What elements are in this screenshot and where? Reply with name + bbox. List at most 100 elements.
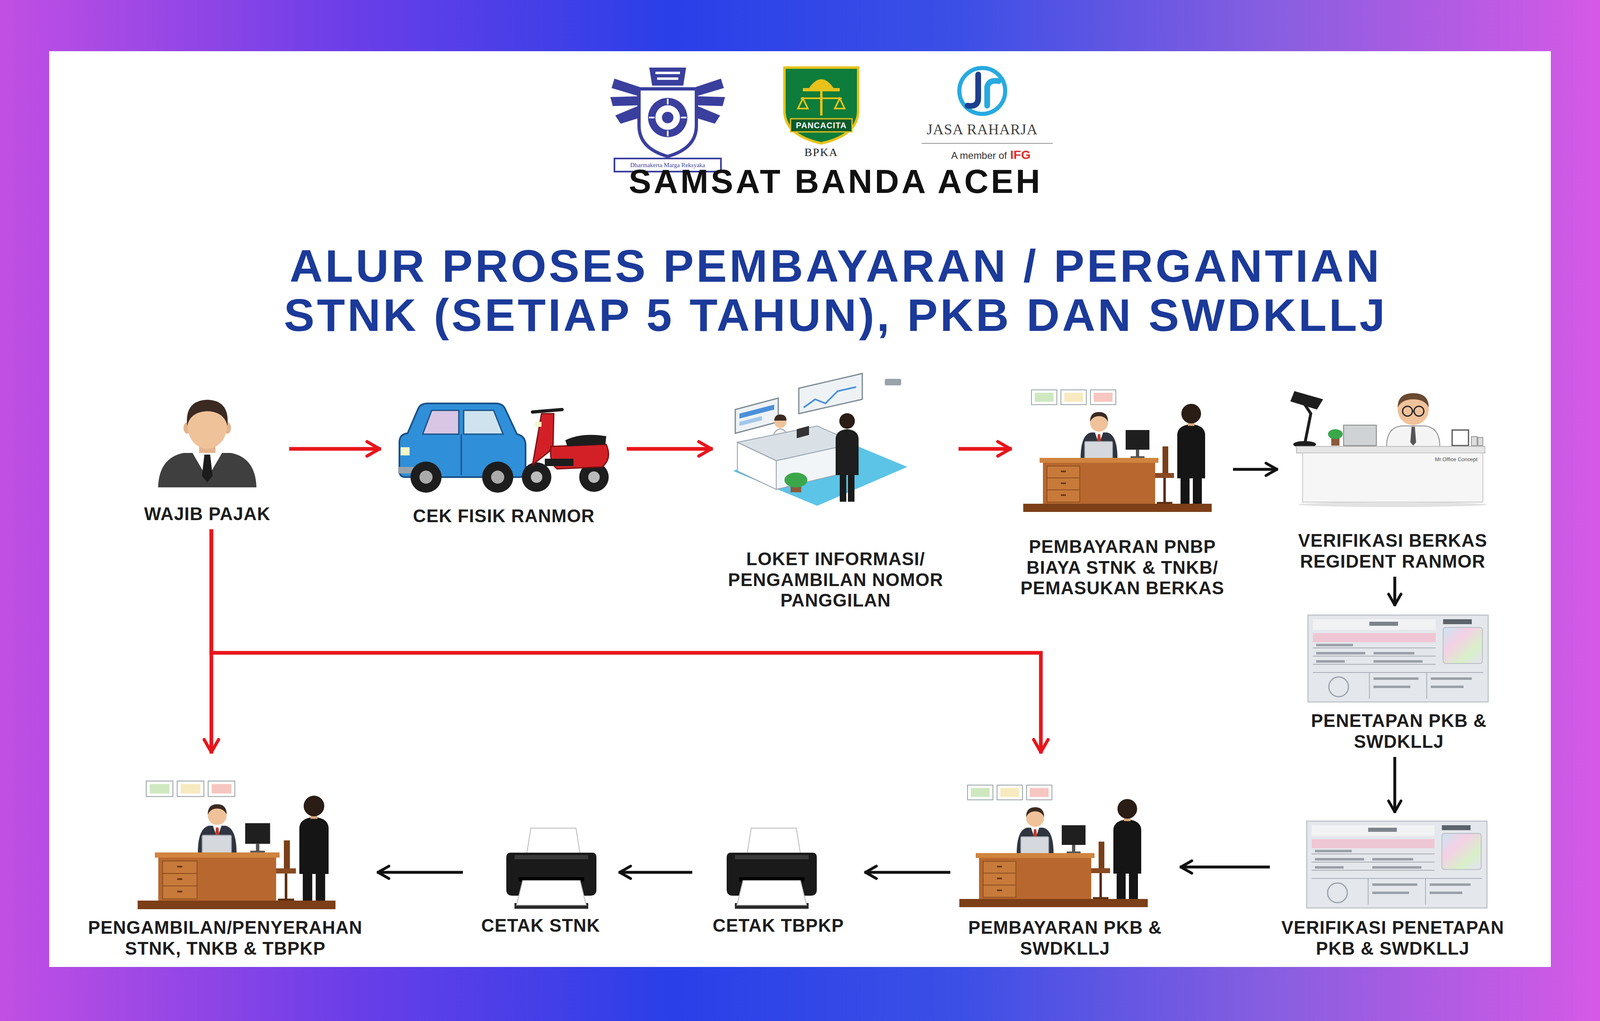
information-counter-illustration [839, 471, 847, 502]
printer-illustration [506, 828, 597, 909]
taxpayer-icon [158, 399, 257, 488]
verification-desk-illustration [1477, 437, 1483, 446]
flow-arrow [211, 529, 1041, 754]
step-label: PENGAMBILAN/PENYERAHAN STNK, TNKB & TBPK… [77, 917, 373, 959]
taxpayer-icon [201, 454, 213, 483]
police-emblem [648, 97, 688, 138]
aceh-emblem [802, 88, 840, 92]
police-emblem [666, 98, 669, 105]
vehicle-illustration [588, 471, 600, 483]
aceh-emblem [790, 118, 853, 132]
step-label: CEK FISIK RANMOR [389, 505, 619, 527]
vehicle-illustration [398, 403, 609, 493]
flow-arrow [1393, 576, 1397, 607]
step-label: VERIFIKASI BERKAS REGIDENT RANMOR [1288, 530, 1498, 572]
connectors [211, 448, 1395, 873]
logo-text: BPKA [790, 145, 853, 160]
verification-desk-illustration [1298, 502, 1487, 508]
vehicle-illustration [530, 471, 543, 483]
verification-desk-illustration [1452, 430, 1469, 446]
verification-desk-illustration [1412, 410, 1415, 413]
vehicle-illustration [521, 462, 552, 492]
vehicle-illustration [532, 409, 563, 413]
title-box: ALUR PROSES PEMBAYARAN / PERGANTIAN STNK… [251, 241, 1420, 340]
label-box: Mr.Office Concept [1429, 455, 1483, 464]
step-label: VERIFIKASI PENETAPAN PKB & SWDKLLJ [1271, 917, 1514, 959]
label-box: SAMSAT BANDA ACEH [589, 161, 1082, 202]
police-emblem [639, 88, 697, 157]
process-step: PEMBAYARAN PKB & SWDKLLJ [950, 753, 1180, 964]
service-desk-illustration [137, 781, 336, 910]
service-desk-illustration [1023, 389, 1212, 513]
label-box: PANCACITA [790, 118, 853, 132]
jasa-raharja-logo [967, 74, 979, 107]
vehicle-illustration [534, 421, 542, 427]
vehicle-illustration [422, 410, 459, 435]
information-counter-illustration [737, 442, 777, 490]
logo-text: IFG [1010, 146, 1052, 164]
information-counter-illustration [735, 398, 779, 434]
vehicle-illustration [482, 461, 514, 493]
process-step: VERIFIKASI BERKAS REGIDENT RANMOR [1278, 376, 1508, 577]
aceh-emblem [820, 91, 823, 116]
verification-desk-illustration [1290, 391, 1487, 508]
police-emblem [657, 77, 679, 80]
vehicle-illustration [400, 447, 410, 456]
verification-desk-illustration [1397, 393, 1429, 408]
verification-desk-illustration [1414, 406, 1424, 417]
verification-desk-illustration [1302, 453, 1483, 503]
police-emblem [648, 116, 655, 119]
process-step: CEK FISIK RANMOR [380, 393, 627, 532]
police-emblem [648, 98, 687, 137]
flow-arrow [376, 871, 463, 875]
vehicle-illustration [419, 470, 433, 484]
police-emblem [610, 67, 726, 172]
police-emblem [680, 116, 687, 119]
printer-illustration [726, 828, 817, 909]
aceh-emblem [809, 79, 834, 89]
flow-arrow [1393, 756, 1397, 814]
process-step: WAJIB PAJAK [125, 393, 290, 530]
verification-desk-illustration [1386, 426, 1440, 447]
verification-desk-illustration [1410, 426, 1417, 446]
label-box: BPKA [790, 145, 853, 160]
process-step: LOKET INFORMASI/ PENGAMBILAN NOMOR PANGG… [712, 368, 959, 617]
information-counter-illustration [733, 373, 908, 506]
service-desk-illustration [959, 785, 1148, 908]
vehicle-illustration [463, 410, 504, 435]
step-label: CETAK TBPKP [696, 915, 861, 937]
process-step: CETAK STNK [462, 819, 619, 942]
information-counter-illustration [847, 471, 855, 502]
aceh-emblem [784, 67, 859, 144]
step-label: PEMBAYARAN PNBP BIAYA STNK & TNKB/ PEMAS… [1013, 536, 1231, 599]
flow-arrow [618, 871, 693, 875]
vehicle-illustration [491, 470, 505, 484]
information-counter-illustration [839, 413, 855, 429]
vehicle-illustration [544, 458, 574, 467]
police-emblem [655, 105, 680, 130]
vehicle-illustration [410, 461, 442, 493]
flow-arrow [864, 871, 951, 875]
verification-desk-illustration [1328, 429, 1343, 440]
logo-text: Mr.Office Concept [1429, 455, 1483, 464]
step-label: PENETAPAN PKB & SWDKLLJ [1302, 710, 1496, 753]
label-box: JASA RAHARJA [912, 119, 1052, 140]
aceh-emblem [800, 97, 842, 100]
logo-text: PANCACITA [790, 118, 853, 132]
police-emblem [649, 67, 687, 86]
aceh-emblem [834, 98, 845, 109]
verification-desk-illustration [1402, 406, 1413, 417]
panel-background [49, 51, 1551, 968]
verification-desk-illustration [1290, 391, 1324, 410]
flow-arrow [1232, 468, 1279, 472]
step-label: CETAK STNK [466, 915, 615, 937]
step-label: WAJIB PAJAK [129, 503, 286, 525]
information-counter-illustration [796, 426, 810, 439]
jasa-raharja-logo [959, 67, 1006, 114]
taxpayer-icon [186, 399, 228, 427]
police-emblem [666, 130, 669, 137]
vehicle-document-image [1307, 615, 1489, 703]
flow-arrow [958, 447, 1012, 451]
verification-desk-illustration [1296, 446, 1485, 454]
